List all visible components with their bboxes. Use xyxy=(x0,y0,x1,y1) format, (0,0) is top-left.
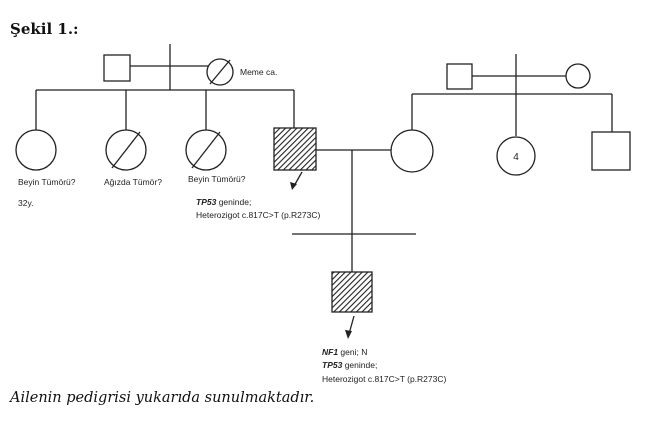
paternal-grandfather-symbol xyxy=(103,54,131,82)
paternal-grandmother-deceased-mark xyxy=(209,59,231,85)
father-symbol xyxy=(273,127,317,171)
aunt3-label: Beyin Tümörü? xyxy=(188,174,246,184)
figure-title: Şekil 1.: xyxy=(10,20,79,38)
aunt3-deceased-mark xyxy=(191,131,221,169)
aunt1-label: Beyin Tümörü? xyxy=(18,177,76,187)
proband-gene1-label: NF1 geni; N xyxy=(322,347,367,357)
proband-gene2-label: TP53 geninde; xyxy=(322,360,377,370)
proband-arrow-head xyxy=(345,330,352,339)
proband-variant-label: Heterozigot c.817C>T (p.R273C) xyxy=(322,374,447,384)
aunt2-deceased-mark xyxy=(111,131,141,169)
maternal-siblings-group-symbol xyxy=(496,136,536,176)
aunt1-age-label: 32y. xyxy=(18,198,33,208)
father-gene-label: TP53 geninde; xyxy=(196,197,251,207)
maternal-grandmother-symbol xyxy=(565,63,591,89)
figure-caption: Ailenin pedigrisi yukarıda sunulmaktadır… xyxy=(10,390,315,406)
maternal-siblings-count: 4 xyxy=(513,152,519,163)
mother-symbol xyxy=(390,129,434,173)
maternal-grandfather-symbol xyxy=(446,63,473,90)
paternal-grandmother-label: Meme ca. xyxy=(240,67,277,77)
aunt2-label: Ağızda Tümör? xyxy=(104,177,162,187)
maternal-uncle-symbol xyxy=(591,131,631,171)
father-variant-label: Heterozigot c.817C>T (p.R273C) xyxy=(196,210,321,220)
aunt1-symbol xyxy=(15,129,57,171)
father-arrow-head xyxy=(290,182,297,190)
proband-symbol xyxy=(331,271,373,313)
